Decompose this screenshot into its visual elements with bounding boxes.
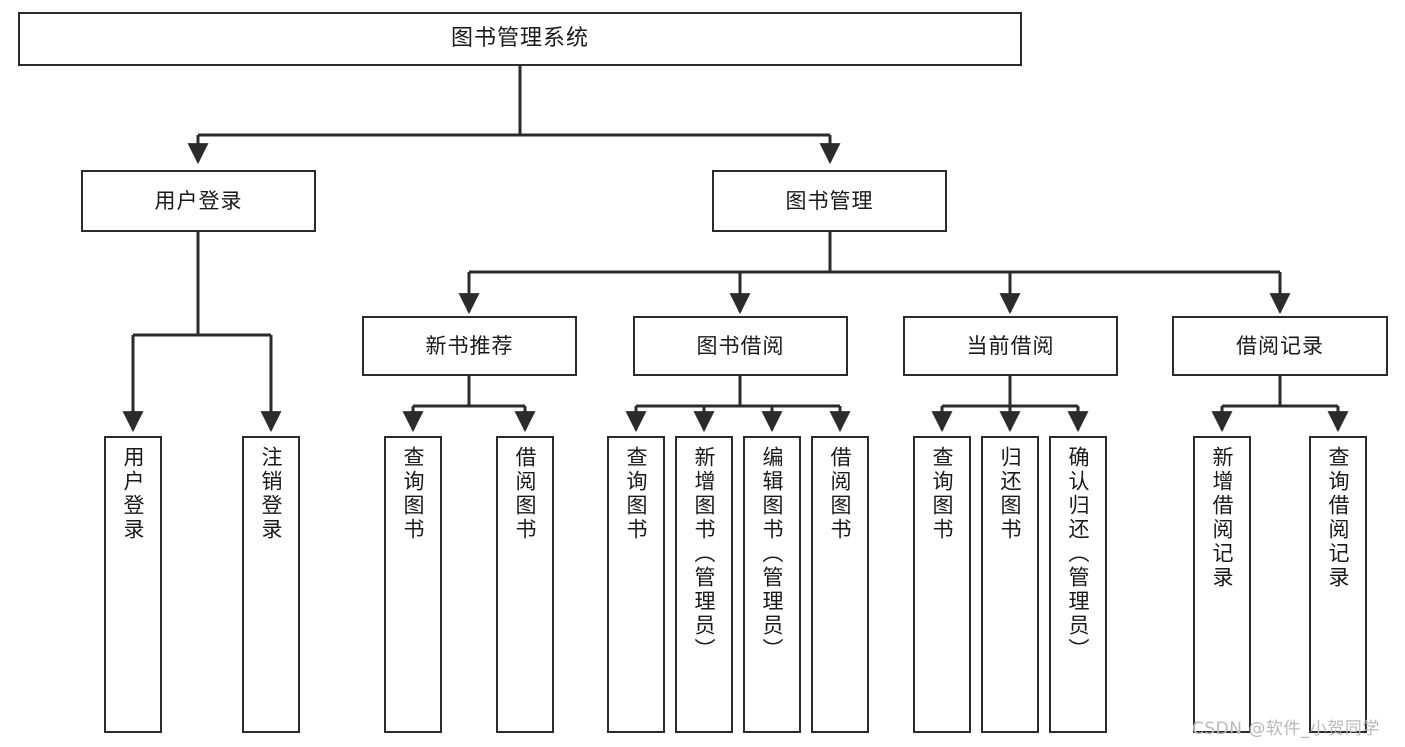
leaf-book-borrow-edit[interactable]: 编辑图书（管理员）: [743, 436, 801, 733]
node-label: 新增借阅记录: [1210, 446, 1235, 590]
node-label: 借阅图书: [513, 446, 538, 542]
leaf-current-borrow-return[interactable]: 归还图书: [981, 436, 1039, 733]
node-book-borrow[interactable]: 图书借阅: [633, 316, 848, 376]
node-label: 用户登录: [154, 188, 243, 213]
node-label: 借阅记录: [1236, 333, 1324, 358]
node-book-management[interactable]: 图书管理: [712, 170, 947, 232]
leaf-book-borrow-query[interactable]: 查询图书: [607, 436, 665, 733]
node-current-borrow[interactable]: 当前借阅: [903, 316, 1118, 376]
node-label: 查询图书: [401, 446, 426, 542]
leaf-current-borrow-confirm-return[interactable]: 确认归还（管理员）: [1049, 436, 1107, 733]
node-label: 查询图书: [624, 446, 649, 542]
csdn-watermark: CSDN @软件_小贺同学: [1192, 719, 1380, 739]
node-borrow-record[interactable]: 借阅记录: [1172, 316, 1388, 376]
node-new-book-recommend[interactable]: 新书推荐: [362, 316, 577, 376]
node-label: 确认归还（管理员）: [1066, 446, 1091, 662]
node-label: 编辑图书（管理员）: [760, 446, 785, 662]
leaf-borrow-record-add[interactable]: 新增借阅记录: [1193, 436, 1251, 733]
node-label: 查询图书: [930, 446, 955, 542]
leaf-user-login-login[interactable]: 用户登录: [104, 436, 162, 733]
node-label: 图书管理: [785, 188, 874, 213]
node-label: 图书管理系统: [450, 26, 589, 52]
leaf-current-borrow-query[interactable]: 查询图书: [913, 436, 971, 733]
node-label: 新书推荐: [425, 333, 514, 358]
node-label: 当前借阅: [966, 333, 1055, 358]
node-root-system[interactable]: 图书管理系统: [18, 12, 1022, 66]
leaf-new-book-query[interactable]: 查询图书: [384, 436, 442, 733]
node-label: 注销登录: [259, 446, 284, 542]
node-label: 用户登录: [121, 446, 146, 542]
node-label: 图书借阅: [696, 333, 785, 358]
leaf-book-borrow-add[interactable]: 新增图书（管理员）: [675, 436, 733, 733]
leaf-new-book-borrow[interactable]: 借阅图书: [496, 436, 554, 733]
leaf-borrow-record-query[interactable]: 查询借阅记录: [1309, 436, 1367, 733]
node-label: 归还图书: [998, 446, 1023, 542]
leaf-user-login-logout[interactable]: 注销登录: [242, 436, 300, 733]
node-label: 查询借阅记录: [1326, 446, 1351, 590]
node-label: 新增图书（管理员）: [692, 446, 717, 662]
node-user-login[interactable]: 用户登录: [81, 170, 316, 232]
node-label: 借阅图书: [828, 446, 853, 542]
leaf-book-borrow-borrow[interactable]: 借阅图书: [811, 436, 869, 733]
